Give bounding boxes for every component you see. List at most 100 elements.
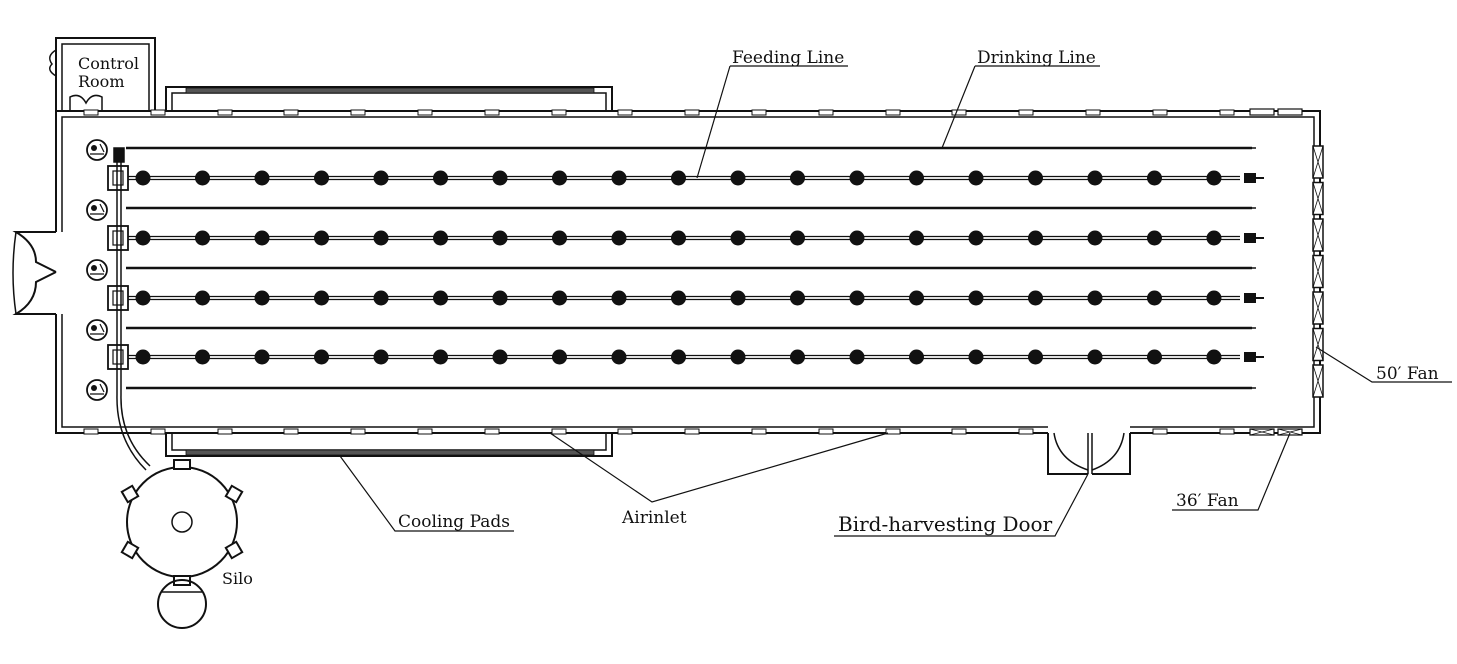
pan-feeder (314, 290, 329, 306)
pan-feeder (1147, 290, 1162, 306)
heater-detail (90, 143, 105, 155)
pan-feeder (135, 230, 151, 246)
pan-feeder (1087, 349, 1103, 365)
entrance-door (12, 231, 64, 315)
fan-50-blade (1312, 145, 1324, 179)
heaters-group (86, 139, 108, 401)
bird-harvesting-door-label: Bird-harvesting Door (838, 512, 1053, 536)
pan-feeder (492, 230, 508, 246)
pan-feeder (1147, 230, 1162, 246)
air-inlet-top (484, 109, 500, 116)
air-inlet-top (818, 109, 834, 116)
air-inlet-bottom (1018, 428, 1034, 435)
heater-body (86, 199, 108, 221)
feed-hopper-inner (112, 170, 124, 186)
air-inlet-top (1085, 109, 1101, 116)
pan-feeder (611, 349, 627, 365)
pan-feeder (790, 170, 805, 186)
air-inlet-bottom (83, 428, 99, 435)
control-room-door (69, 94, 103, 111)
fan-50-blade (1312, 255, 1324, 288)
pan-feeder (1028, 349, 1043, 365)
pan-feeder (968, 290, 984, 306)
pan-feeder (433, 290, 448, 306)
silo-label: Silo (222, 569, 253, 588)
pan-feeder (1028, 230, 1043, 246)
air-inlet-top (217, 109, 233, 116)
feed-hopper-inner (112, 230, 124, 246)
heater-burner (91, 205, 97, 211)
pan-feeder (433, 170, 448, 186)
heater (86, 259, 108, 281)
silo (120, 459, 244, 629)
pan-feeder (433, 230, 448, 246)
bird-harvesting-door (1047, 426, 1131, 475)
feed-motor (1244, 352, 1256, 362)
heater-detail (90, 383, 105, 395)
heater-detail (90, 263, 105, 275)
heater-detail (90, 203, 105, 215)
pan-feeder (1147, 349, 1162, 365)
air-inlet-bottom (617, 428, 633, 435)
fan-36-leader (1172, 432, 1291, 511)
bird-door-leader (834, 473, 1089, 537)
control-room-label-line1: Control (78, 54, 139, 73)
heater (86, 199, 108, 221)
air-inlet-bottom (417, 428, 433, 435)
cooling-pads-leader (339, 455, 514, 532)
pan-feeder (135, 290, 151, 306)
heater (86, 379, 108, 401)
pan-feeder (314, 170, 329, 186)
pan-feeder (849, 290, 865, 306)
air-inlet-top (551, 109, 567, 116)
drinking-lines-group (126, 146, 1256, 390)
heater-body (86, 259, 108, 281)
pan-feeder (1206, 349, 1222, 365)
air-inlet-top (617, 109, 633, 116)
pan-feeder (968, 349, 984, 365)
pan-feeder (373, 349, 389, 365)
fan-50-blade (1312, 291, 1324, 325)
control-room-side-door (49, 49, 57, 77)
pan-feeder (195, 170, 210, 186)
pan-feeder (552, 349, 567, 365)
fan-50-blade (1312, 364, 1324, 398)
heater-detail (90, 323, 105, 335)
feed-motor (1244, 173, 1256, 183)
pan-feeder (671, 170, 686, 186)
pan-feeder (373, 230, 389, 246)
feeding-line-leader (696, 65, 848, 179)
air-inlet-top (1018, 109, 1034, 116)
air-inlet-top (1152, 109, 1168, 116)
feed-hopper-inner (112, 290, 124, 306)
heater-body (86, 139, 108, 161)
pan-feeder (195, 290, 210, 306)
pan-feeder (909, 170, 924, 186)
fan-50-blade (1312, 218, 1324, 252)
fans-50-group (1312, 145, 1324, 398)
cooling-pad-enclosure-bottom (165, 433, 613, 457)
air-inlet-bottom (150, 428, 166, 435)
air-inlet-bottom (1219, 428, 1235, 435)
air-inlet-bottom (350, 428, 366, 435)
pan-feeder (968, 170, 984, 186)
pan-feeder (909, 230, 924, 246)
pan-feeder (254, 349, 270, 365)
pan-feeder (373, 170, 389, 186)
heater-burner (91, 385, 97, 391)
pan-feeder (314, 349, 329, 365)
house-walls (55, 110, 1321, 434)
pan-feeder (909, 290, 924, 306)
pan-feeder (671, 230, 686, 246)
feeding-line-label: Feeding Line (732, 48, 844, 68)
feeding-lines-group (107, 165, 1264, 370)
pan-feeder (1206, 170, 1222, 186)
air-inlet-bottom (1152, 428, 1168, 435)
pan-feeder (492, 290, 508, 306)
air-inlet-top (83, 109, 99, 116)
pan-feeder (611, 170, 627, 186)
pan-feeder (492, 170, 508, 186)
air-inlet-top (350, 109, 366, 116)
air-inlet-bottom (818, 428, 834, 435)
air-inlet-top (751, 109, 767, 116)
